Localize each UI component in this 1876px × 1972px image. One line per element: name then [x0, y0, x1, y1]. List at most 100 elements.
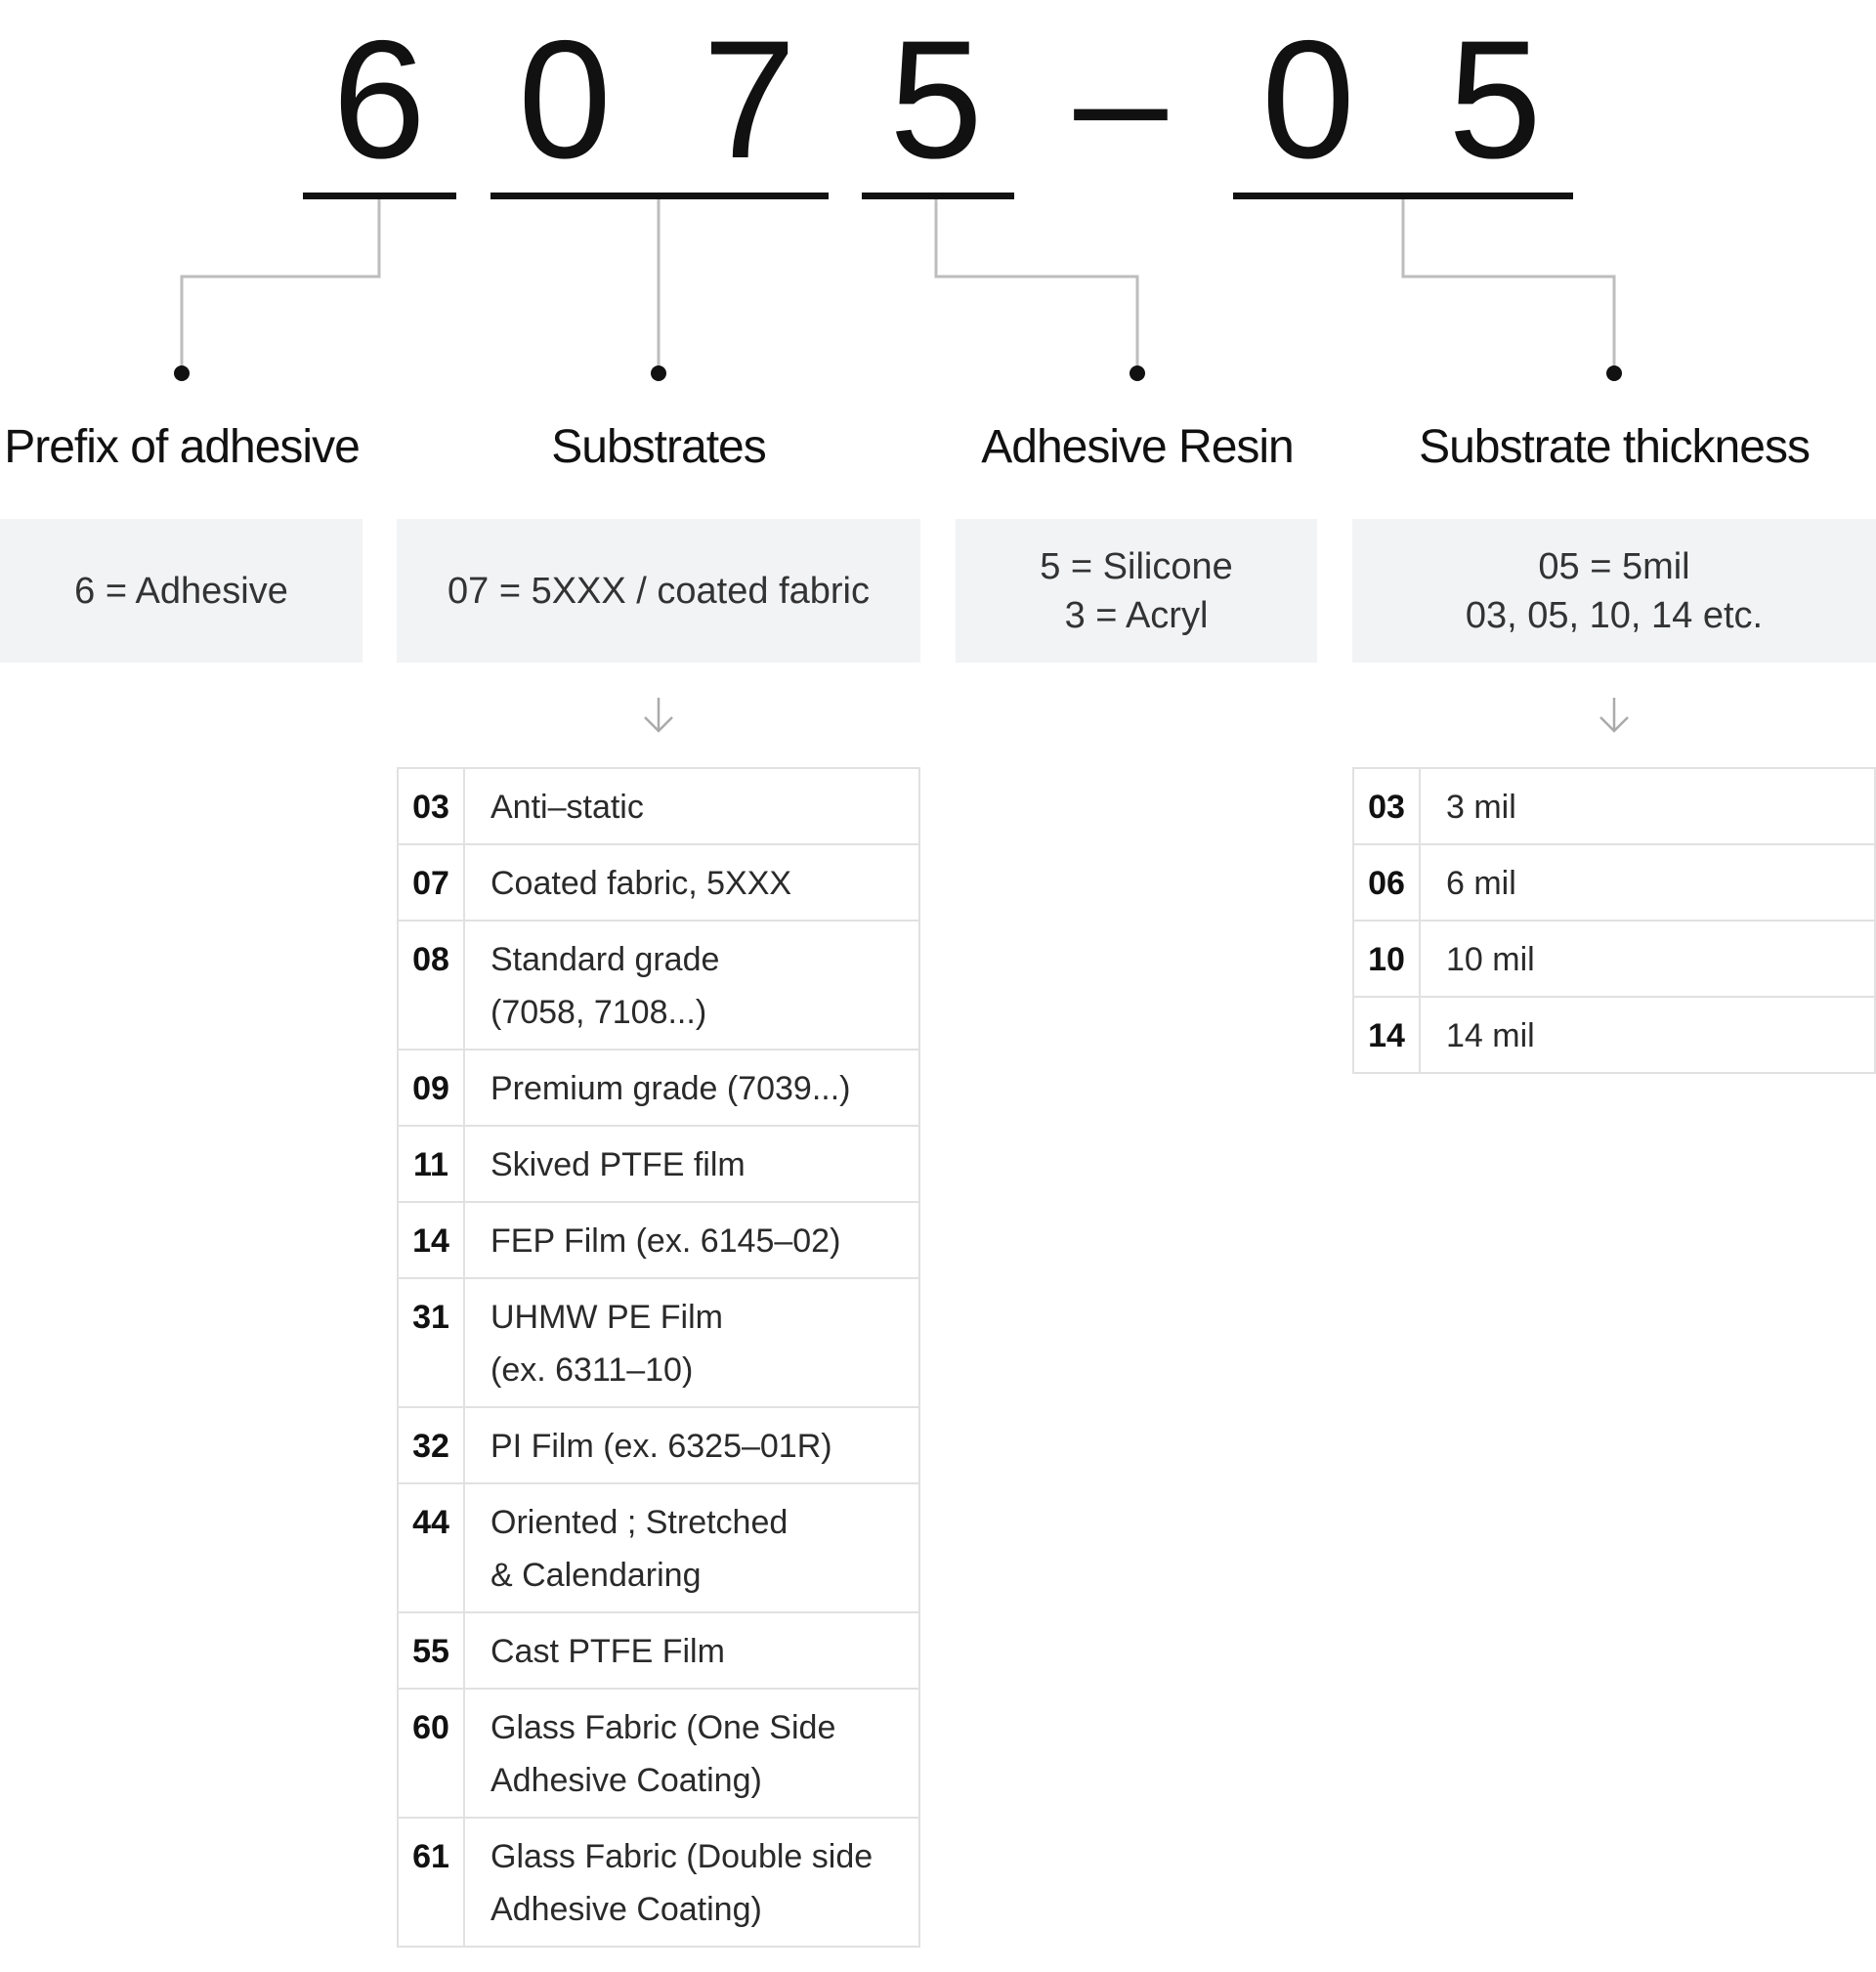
code-separator: – [1074, 6, 1168, 193]
section-title-resin: Adhesive Resin [981, 421, 1295, 473]
row-description-line: PI Film (ex. 6325–01R) [490, 1428, 832, 1465]
code-digit: 5 [1448, 6, 1542, 193]
row-code: 55 [397, 1611, 465, 1690]
value-box-line: 6 = Adhesive [74, 570, 288, 612]
row-description: Anti–static [463, 767, 920, 845]
row-description-line: (7058, 7108...) [490, 994, 707, 1031]
row-description-line: Oriented ; Stretched [490, 1504, 789, 1541]
row-description-line: Glass Fabric (One Side [490, 1709, 836, 1746]
table-row: 55 Cast PTFE Film [397, 1611, 920, 1690]
row-description-line: Coated fabric, 5XXX [490, 865, 792, 902]
arrow-down-icon [1599, 698, 1629, 733]
value-box-resin: 5 = Silicone 3 = Acryl [956, 519, 1317, 663]
row-code: 03 [397, 767, 465, 845]
row-description-line: 10 mil [1446, 941, 1535, 978]
row-code: 61 [397, 1817, 465, 1948]
row-description: Skived PTFE film [463, 1125, 920, 1203]
underline-resin [862, 193, 1014, 199]
row-description-line: 6 mil [1446, 865, 1516, 902]
row-description: FEP Film (ex. 6145–02) [463, 1201, 920, 1279]
row-code: 31 [397, 1277, 465, 1408]
code-digit: 6 [332, 6, 426, 193]
row-code: 07 [397, 843, 465, 922]
row-description: 10 mil [1419, 920, 1876, 998]
row-code: 14 [1352, 996, 1421, 1074]
row-description: UHMW PE Film (ex. 6311–10) [463, 1277, 920, 1408]
row-description-line: Adhesive Coating) [490, 1762, 762, 1799]
underline-substrates [490, 193, 829, 199]
row-code: 10 [1352, 920, 1421, 998]
row-code: 32 [397, 1406, 465, 1484]
code-digit: 0 [1261, 6, 1355, 193]
value-box-line: 5 = Silicone [1040, 545, 1233, 587]
value-box-thickness: 05 = 5mil 03, 05, 10, 14 etc. [1352, 519, 1876, 663]
row-description-line: 3 mil [1446, 789, 1516, 826]
table-row: 11 Skived PTFE film [397, 1125, 920, 1203]
row-description-line: FEP Film (ex. 6145–02) [490, 1222, 841, 1260]
section-title-substrates: Substrates [551, 421, 766, 473]
table-row: 06 6 mil [1352, 843, 1876, 922]
row-description-line: Adhesive Coating) [490, 1891, 762, 1928]
arrow-down-icon [644, 698, 673, 733]
row-description: Standard grade(7058, 7108...) [463, 920, 920, 1050]
row-description-line: Skived PTFE film [490, 1146, 746, 1183]
connector-prefix [180, 199, 381, 373]
connector-dot-prefix [174, 365, 190, 381]
row-code: 60 [397, 1688, 465, 1819]
row-code: 44 [397, 1482, 465, 1613]
row-description: Premium grade (7039...) [463, 1049, 920, 1127]
connector-dot-resin [1130, 365, 1145, 381]
row-code: 06 [1352, 843, 1421, 922]
row-description: Coated fabric, 5XXX [463, 843, 920, 922]
table-row: 32 PI Film (ex. 6325–01R) [397, 1406, 920, 1484]
row-code: 14 [397, 1201, 465, 1279]
value-box-line: 07 = 5XXX / coated fabric [448, 570, 870, 612]
code-digit: 0 [518, 6, 612, 193]
connector-resin [934, 199, 1139, 373]
row-description: PI Film (ex. 6325–01R) [463, 1406, 920, 1484]
connector-thickness [1401, 199, 1616, 373]
value-box-line: 3 = Acryl [1064, 594, 1209, 636]
table-row: 03 3 mil [1352, 767, 1876, 845]
row-code: 08 [397, 920, 465, 1050]
row-description-line: (ex. 6311–10) [490, 1351, 694, 1389]
code-digit: 7 [703, 6, 796, 193]
row-description: 3 mil [1419, 767, 1876, 845]
row-description-line: Cast PTFE Film [490, 1633, 725, 1670]
row-description: 6 mil [1419, 843, 1876, 922]
value-box-prefix: 6 = Adhesive [0, 519, 362, 663]
connector-lines [174, 199, 1622, 381]
connector-dot-substrates [651, 365, 666, 381]
value-box-substrates: 07 = 5XXX / coated fabric [397, 519, 920, 663]
value-box-line: 03, 05, 10, 14 etc. [1465, 594, 1764, 636]
underline-prefix [303, 193, 456, 199]
row-code: 03 [1352, 767, 1421, 845]
table-row: 09 Premium grade (7039...) [397, 1049, 920, 1127]
table-row: 07 Coated fabric, 5XXX [397, 843, 920, 922]
row-description-line: Premium grade (7039...) [490, 1070, 851, 1107]
table-row: 03 Anti–static [397, 767, 920, 845]
row-code: 09 [397, 1049, 465, 1127]
code-digit: 5 [889, 6, 983, 193]
value-box-line: 05 = 5mil [1538, 545, 1690, 587]
row-code: 11 [397, 1125, 465, 1203]
underline-thickness [1233, 193, 1573, 199]
connector-dot-thickness [1606, 365, 1622, 381]
row-description: 14 mil [1419, 996, 1876, 1074]
table-row: 10 10 mil [1352, 920, 1876, 998]
section-title-prefix: Prefix of adhesive [4, 421, 361, 473]
row-description-line: Glass Fabric (Double side [490, 1838, 874, 1875]
row-description: Oriented ; Stretched& Calendaring [463, 1482, 920, 1613]
row-description-line: UHMW PE Film [490, 1299, 723, 1336]
table-row: 14 FEP Film (ex. 6145–02) [397, 1201, 920, 1279]
row-description-line: Anti–static [490, 789, 644, 826]
